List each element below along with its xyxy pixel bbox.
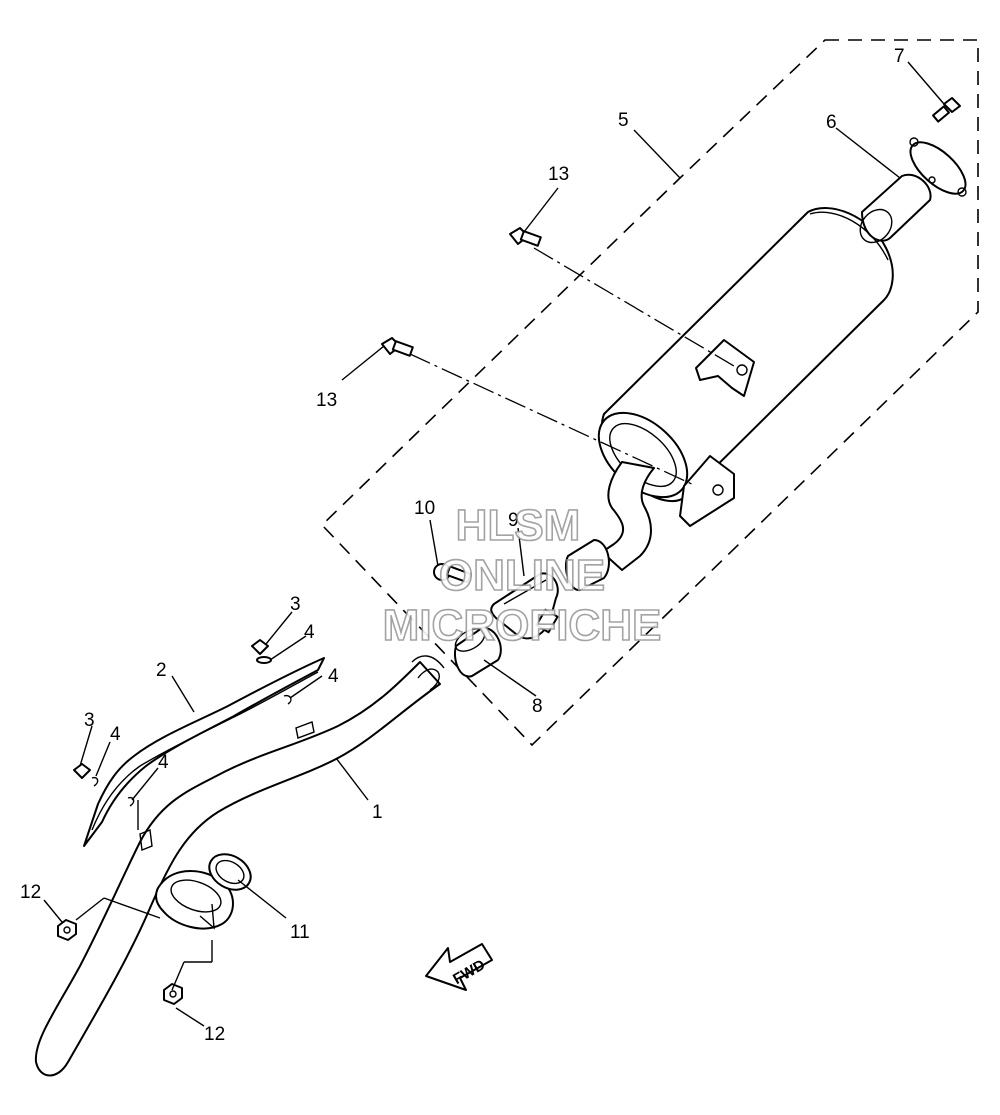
watermark-line-2: ONLINE [439, 551, 605, 600]
callout-4-c: 4 [110, 724, 121, 745]
callout-8: 8 [532, 696, 543, 717]
clamp [490, 572, 559, 640]
washer-4-a [256, 656, 272, 664]
callout-4-b: 4 [328, 666, 339, 687]
muffler [597, 207, 894, 571]
callout-9: 9 [508, 510, 519, 531]
callout-3-upper: 3 [290, 594, 301, 615]
watermark: HLSM ONLINE MICROFICHE [382, 500, 662, 651]
bolt-13-lower [381, 337, 414, 357]
washer-4-d [127, 796, 135, 807]
watermark-line-3: MICROFICHE [383, 601, 662, 650]
callout-3-left: 3 [84, 710, 95, 731]
washer-4-b [283, 694, 292, 705]
callout-1: 1 [372, 802, 383, 823]
alignment-line-upper [533, 247, 735, 367]
callout-13-lower: 13 [316, 390, 337, 411]
callout-10: 10 [414, 498, 435, 519]
heat-protector [83, 657, 325, 851]
callout-4-d: 4 [158, 752, 169, 773]
callout-12-left: 12 [20, 882, 41, 903]
washer-4-c [91, 776, 99, 787]
gasket [208, 853, 252, 891]
watermark-line-1: HLSM [456, 501, 581, 550]
alignment-line-lower [409, 353, 697, 487]
nut-12-left [57, 919, 77, 941]
bolt-10 [433, 563, 472, 584]
bolt-3-upper [251, 639, 269, 655]
bolt-7 [932, 97, 961, 123]
callout-11: 11 [290, 922, 310, 943]
header-flange [155, 869, 234, 930]
callout-6: 6 [826, 112, 837, 133]
bolt-13-upper [509, 227, 542, 247]
callout-12-bottom: 12 [204, 1024, 225, 1045]
exhaust-pipe [34, 655, 445, 1077]
callout-7: 7 [894, 46, 905, 67]
callout-13-upper: 13 [548, 164, 569, 185]
callout-4-a: 4 [304, 622, 315, 643]
forward-direction-arrow: FWD [425, 943, 493, 991]
tail-pipe [859, 137, 967, 244]
bolt-3-left [73, 763, 91, 779]
callout-5: 5 [618, 110, 629, 131]
callout-2: 2 [156, 660, 167, 681]
nut-12-bottom [163, 983, 183, 1005]
inlet-sleeve [564, 539, 610, 591]
leader-lines [43, 61, 945, 1027]
